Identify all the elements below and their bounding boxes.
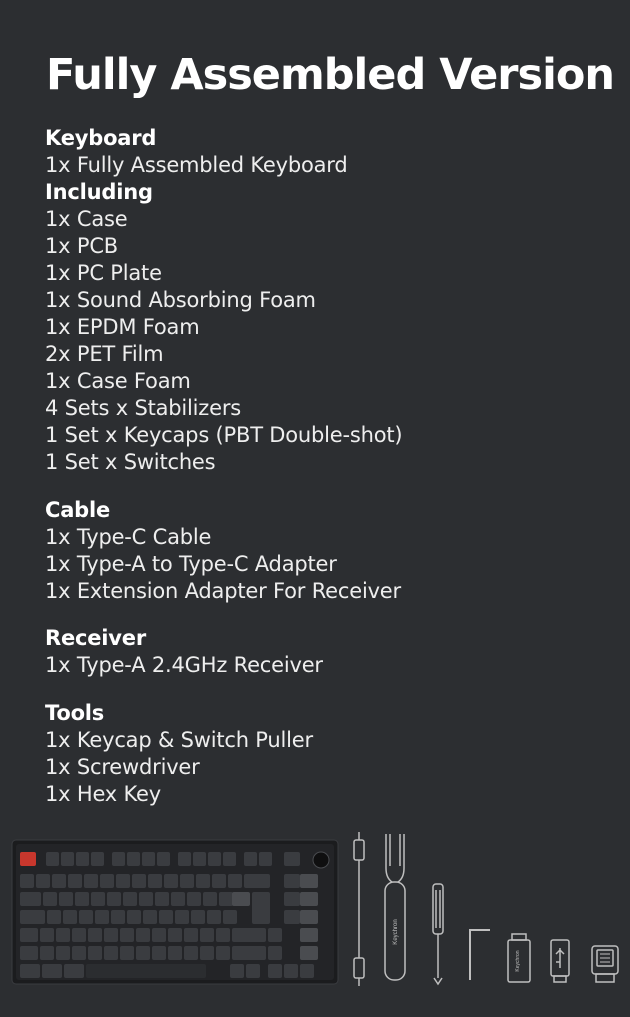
brand-label: Keychron [515, 950, 521, 971]
list-item: 1x Fully Assembled Keyboard [45, 153, 348, 177]
list-item: 1x Type-C Cable [45, 525, 212, 549]
product-images: Keychron Keychron [0, 828, 630, 998]
list-item: 4 Sets x Stabilizers [45, 396, 242, 420]
list-item: 1x Keycap & Switch Puller [45, 728, 313, 752]
list-item: 1x Case Foam [45, 369, 191, 393]
cable-image [353, 832, 365, 986]
section-heading-tools: Tools [45, 701, 105, 725]
adapter-image: Keychron [507, 933, 531, 983]
section-heading-cable: Cable [45, 498, 111, 522]
list-item: 1x Screwdriver [45, 755, 200, 779]
list-item: 1x Extension Adapter For Receiver [45, 579, 401, 603]
brand-label: Keychron [393, 919, 399, 944]
list-item: 2x PET Film [45, 342, 164, 366]
tools-section: Tools 1x Keycap & Switch Puller 1x Screw… [45, 700, 313, 808]
page-title: Fully Assembled Version [46, 50, 615, 100]
section-heading-keyboard: Keyboard [45, 126, 157, 150]
puller-image: Keychron [384, 834, 406, 981]
cable-section: Cable 1x Type-C Cable 1x Type-A to Type-… [45, 497, 401, 605]
usb-adapter-image [550, 939, 570, 983]
list-item: 1x Type-A 2.4GHz Receiver [45, 653, 323, 677]
list-item: 1x Case [45, 207, 128, 231]
list-item: 1x Type-A to Type-C Adapter [45, 552, 337, 576]
list-item: 1 Set x Keycaps (PBT Double-shot) [45, 423, 403, 447]
hex-key-image [469, 929, 490, 980]
keyboard-image [11, 839, 339, 985]
list-item: 1x Sound Absorbing Foam [45, 288, 316, 312]
list-item: 1x Hex Key [45, 782, 161, 806]
screwdriver-image [432, 883, 444, 986]
list-item: 1 Set x Switches [45, 450, 216, 474]
list-item: 1x EPDM Foam [45, 315, 200, 339]
list-item: 1x PCB [45, 234, 118, 258]
list-item: 1x PC Plate [45, 261, 162, 285]
receiver-section: Receiver 1x Type-A 2.4GHz Receiver [45, 625, 323, 679]
keyboard-section: Keyboard 1x Fully Assembled Keyboard Inc… [45, 125, 403, 476]
receiver-image [591, 945, 619, 983]
section-subheading-including: Including [45, 180, 153, 204]
section-heading-receiver: Receiver [45, 626, 146, 650]
